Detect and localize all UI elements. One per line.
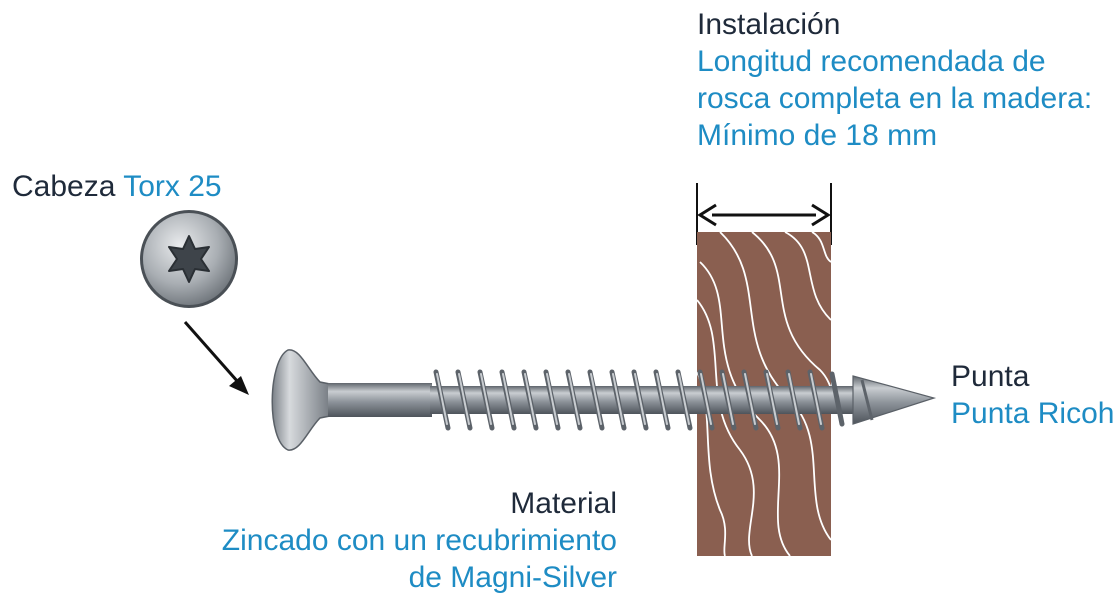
installation-title: Instalación (697, 8, 841, 41)
torx-head-icon (140, 210, 238, 308)
screw (271, 349, 937, 451)
dimension-arrow (696, 183, 832, 245)
material-title: Material (510, 487, 617, 520)
tip-title: Punta (951, 360, 1030, 393)
pointer-arrow (183, 321, 249, 395)
material-line-2: de Magni-Silver (408, 561, 617, 594)
installation-line-1: Longitud recomendada de (697, 45, 1046, 78)
material-label: Material Zincado con un recubrimiento de… (222, 485, 617, 596)
tip-label: Punta Punta Ricoh (951, 358, 1114, 432)
installation-line-3: Mínimo de 18 mm (697, 119, 938, 152)
head-title: Cabeza (12, 170, 116, 203)
head-label: Cabeza Torx 25 (12, 168, 222, 205)
tip-value: Punta Ricoh (951, 397, 1115, 430)
installation-label: Instalación Longitud recomendada de rosc… (697, 6, 1092, 154)
head-value: Torx 25 (123, 170, 222, 203)
installation-line-2: rosca completa en la madera: (697, 82, 1093, 115)
material-line-1: Zincado con un recubrimiento (221, 524, 617, 557)
